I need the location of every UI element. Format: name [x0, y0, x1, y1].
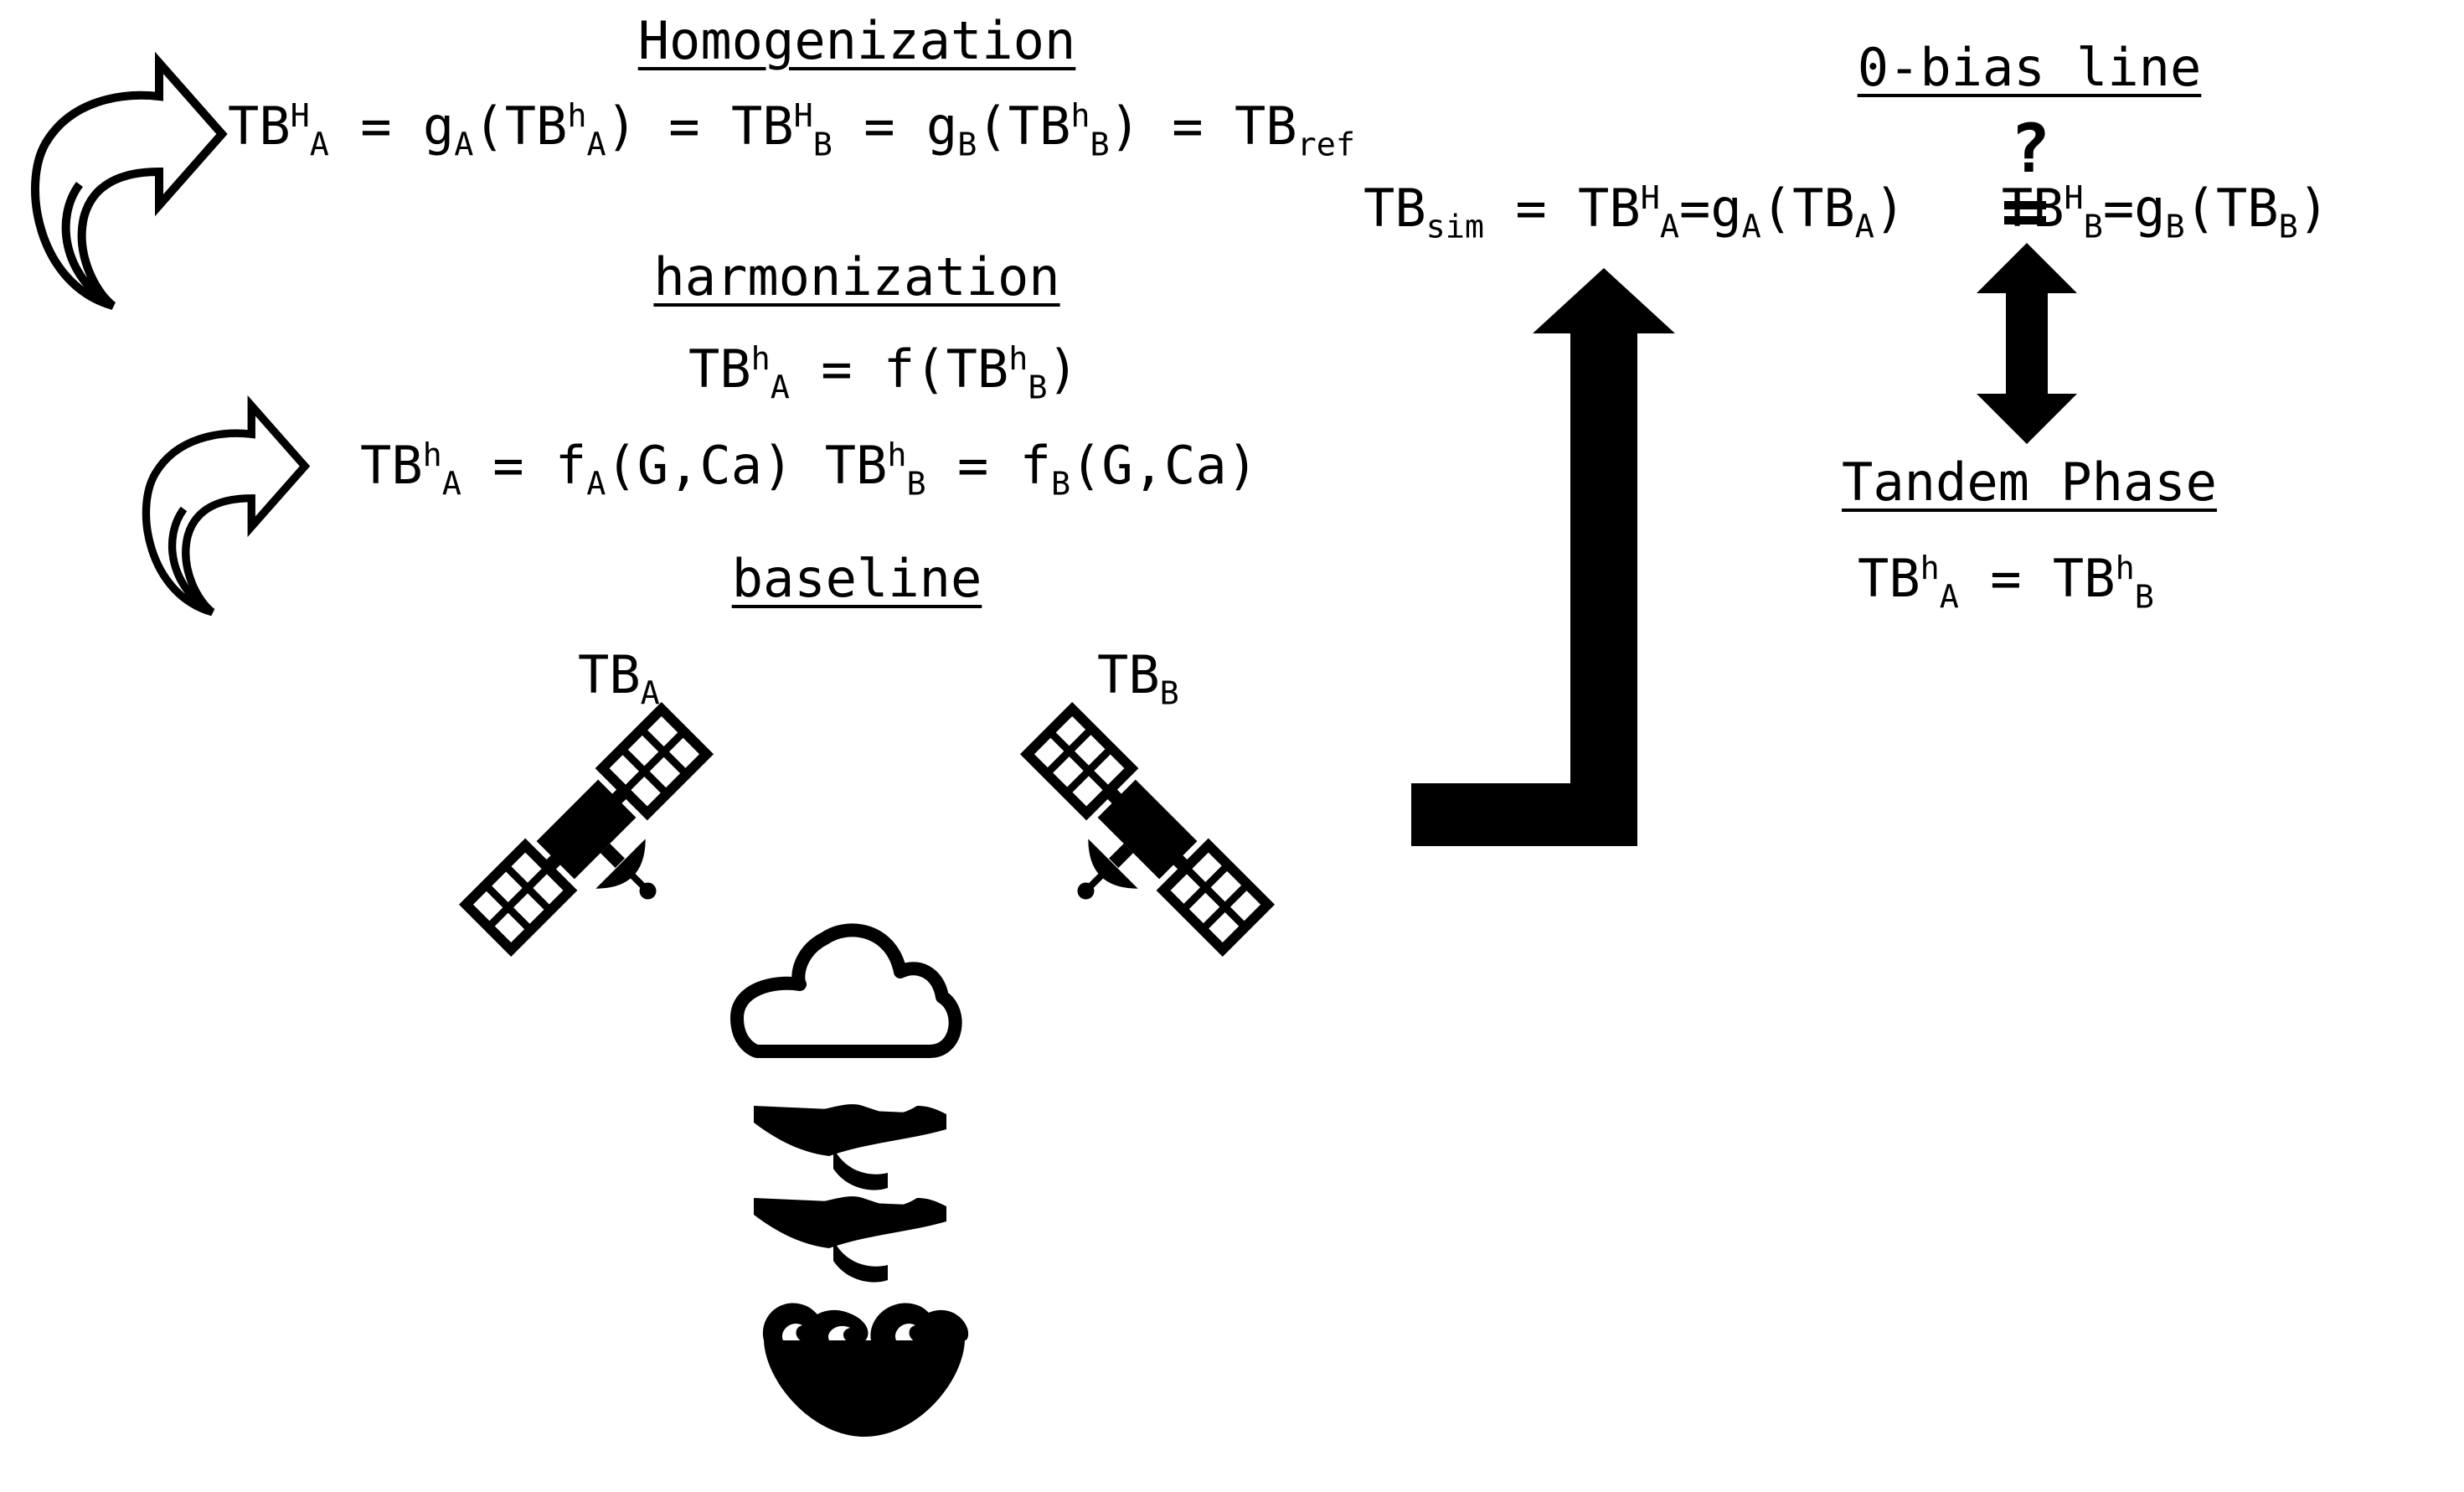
- homogenization-equation: TBHA = gA(TBhA) = TBHB = gB(TBhB) = TBre…: [228, 96, 1355, 164]
- heading-baseline: baseline: [731, 548, 982, 609]
- question-mark: ?: [2010, 110, 2051, 188]
- cloud-icon: [730, 923, 962, 1058]
- heading-zero-bias-line: 0-bias line: [1857, 37, 2202, 98]
- curved-arrow-icon: [31, 51, 228, 310]
- heading-tandem-phase: Tandem Phase: [1842, 452, 2217, 513]
- satellite-b-label: TBB: [1097, 644, 1179, 713]
- tandem-equation: TBhA = TBhB: [1858, 548, 2154, 617]
- satellite-icon: [1019, 701, 1276, 958]
- heading-homogenization: Homogenization: [637, 10, 1076, 71]
- calibration-equations: TBhA = fA(G,Ca) TBhB = fB(G,Ca): [360, 435, 1259, 503]
- curved-arrow-icon: [142, 395, 311, 617]
- zero-bias-equation: TBsim = TBHA=gA(TBA) TBHB=gB(TBB): [1363, 178, 2330, 246]
- atmosphere-waves-icon: [754, 1104, 946, 1283]
- double-arrow-icon: [1977, 243, 2077, 444]
- satellite-a-label: TBA: [578, 644, 660, 713]
- harmonization-equation: TBhA = f(TBhB): [688, 338, 1079, 407]
- step-arrow-icon: [1411, 268, 1675, 846]
- ocean-wave-icon: [762, 1303, 969, 1437]
- heading-harmonization: harmonization: [653, 246, 1060, 307]
- equals-sign-icon: [2004, 201, 2046, 225]
- satellite-icon: [458, 701, 714, 958]
